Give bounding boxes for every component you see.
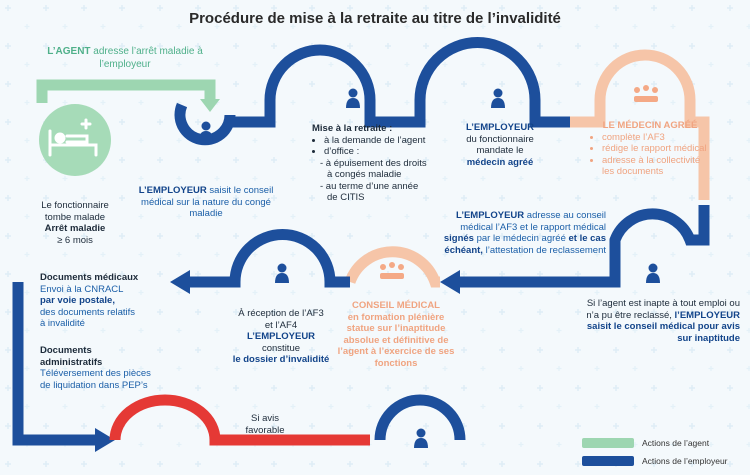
bottom-arrow-head [95,428,115,452]
docs-admin-line-1: Téléversement des pièces [40,368,151,379]
council-block: CONSEIL MÉDICAL en formation plénière st… [337,300,455,369]
docs-admin-heading-1: Documents [40,345,92,356]
legend-employer-label: Actions de l’employeur [642,456,728,466]
send-text-1: adresse au conseil médical l’AF3 et le r… [460,210,606,233]
docs-medical-line-1: Envoi à la CNRACL [40,283,124,295]
patient-step [39,104,111,176]
signed-label: signés [443,233,474,244]
favorable-label: Si avis favorable [225,413,305,436]
mandate-line-2: du fonctionnaire [466,133,534,145]
legend-agent-swatch [582,438,634,448]
person-icon [346,88,360,108]
mid-flow-line-right [450,205,710,288]
dossier-label: le dossier d’invalidité [232,354,330,365]
top-flow-line [230,37,570,128]
employer-send-text: L’EMPLOYEUR adresse au conseil médical l… [436,210,606,256]
patient-bed-icon [48,118,98,157]
doctor-item-2: rédige le rapport médical [602,143,710,155]
dossier-line-2: et l’AF4 [264,319,298,331]
favorable-line-2: favorable [245,424,285,436]
favorable-line-1: Si avis [251,413,279,424]
retirement-item-office: d’office : [324,146,447,158]
council-arc [344,246,441,288]
retirement-heading: Mise à la retraite : [312,123,393,134]
postal-label: par voie postale, [40,295,115,306]
agent-label: L’AGENT [47,46,91,57]
approved-doctor-label: médecin agréé [466,156,534,168]
docs-medical-heading: Documents médicaux [40,272,139,283]
council-decision: statue sur l’inaptitude absolue et défin… [337,323,455,369]
mid-flow-line-left [180,229,350,288]
retirement-sub-1b: à congés maladie [327,169,402,180]
inapt-employer-action: l’EMPLOYEUR saisit le conseil médical po… [586,309,740,344]
retirement-sub-2: - au terme d’une année [320,180,419,192]
doctor-item-1: complète l’AF3 [602,132,710,144]
docs-admin-heading-2: administratifs [40,356,103,368]
sick-line-2: tombe malade [44,211,106,223]
if-applicable-label: et le cas échéant, [444,233,606,256]
doctor-arc [570,49,710,150]
send-text-3: l’attestation de reclassement [482,244,606,256]
mid-arrow-head-left [170,270,190,294]
agent-arrow-head [200,99,220,112]
person-icon [491,88,505,108]
sick-line-1: Le fonctionnaire [41,200,109,211]
employer-label: L’EMPLOYEUR [465,122,535,133]
person-icon [646,263,660,283]
inapt-text: Si l’agent est inapte à tout emploi ou n… [585,298,740,344]
docs-medical-line-3: des documents relatifs [40,306,136,318]
page-title: Procédure de mise à la retraite au titre… [189,10,561,27]
mid-arrow-head [440,270,460,294]
group-meeting-icon [380,262,404,279]
left-flow-line [12,282,100,446]
favorable-line [109,394,370,446]
retirement-item-request: à la demande de l’agent [324,135,447,147]
agent-arrow [36,79,216,103]
agent-action: adresse l’arrêt maladie à l’employeur [90,46,203,70]
group-meeting-icon [634,85,658,102]
employer-mandate-text: L’EMPLOYEUR du fonctionnaire mandate le … [445,122,555,168]
sick-duration: ≥ 6 mois [57,234,93,246]
retirement-block: Mise à la retraite : à la demande de l’a… [312,123,447,204]
dossier-line-4: constitue [261,342,301,354]
docs-medical-line-4: à invalidité [40,318,85,329]
inapt-condition: Si l’agent est inapte à tout emploi ou n… [586,298,740,321]
dossier-line-1: À réception de l’AF3 [238,308,324,319]
employer-label: L’EMPLOYEUR [138,185,207,196]
patient-circle [39,104,111,176]
final-arc [374,394,466,441]
mandate-line-3: mandate le [476,145,524,156]
employer-seize-action: saisit le conseil médical sur la nature … [141,185,274,219]
agent-action-text: L’AGENT adresse l’arrêt maladie à l’empl… [30,45,220,71]
sick-leave-label: Arrêt maladie [44,223,106,234]
person-icon [414,428,428,448]
doctor-heading: LE MÉDECIN AGRÉÉ [602,120,698,131]
dossier-block: À réception de l’AF3 et l’AF4 L’EMPLOYEU… [225,308,337,366]
legend-agent-label: Actions de l’agent [642,438,710,448]
council-formation: en formation plénière [347,311,445,323]
docs-medical-block: Documents médicaux Envoi à la CNRACL par… [40,272,180,330]
retirement-sub-2b: de CITIS [327,192,365,203]
send-text-2: par le médecin agréé [473,233,569,244]
person-icon [275,263,289,283]
sick-step-text: Le fonctionnaire tombe malade Arrêt mala… [20,200,130,246]
retirement-sub-1: - à épuisement des droits [320,157,427,169]
docs-admin-block: Documents administratifs Téléversement d… [40,345,180,391]
council-heading: CONSEIL MÉDICAL [352,300,440,311]
doctor-block: LE MÉDECIN AGRÉÉ complète l’AF3 rédige l… [590,120,710,178]
person-icon [199,121,213,141]
legend-employer-swatch [582,456,634,466]
doctor-item-3: adresse à la collectivité les documents [602,155,710,178]
docs-admin-line-2: de liquidation dans PEP’s [40,379,148,391]
employer-seize-text: L’EMPLOYEUR saisit le conseil médical su… [132,185,280,220]
employer-label: L’EMPLOYEUR [246,331,316,342]
employer-label: L’EMPLOYEUR [456,210,525,221]
